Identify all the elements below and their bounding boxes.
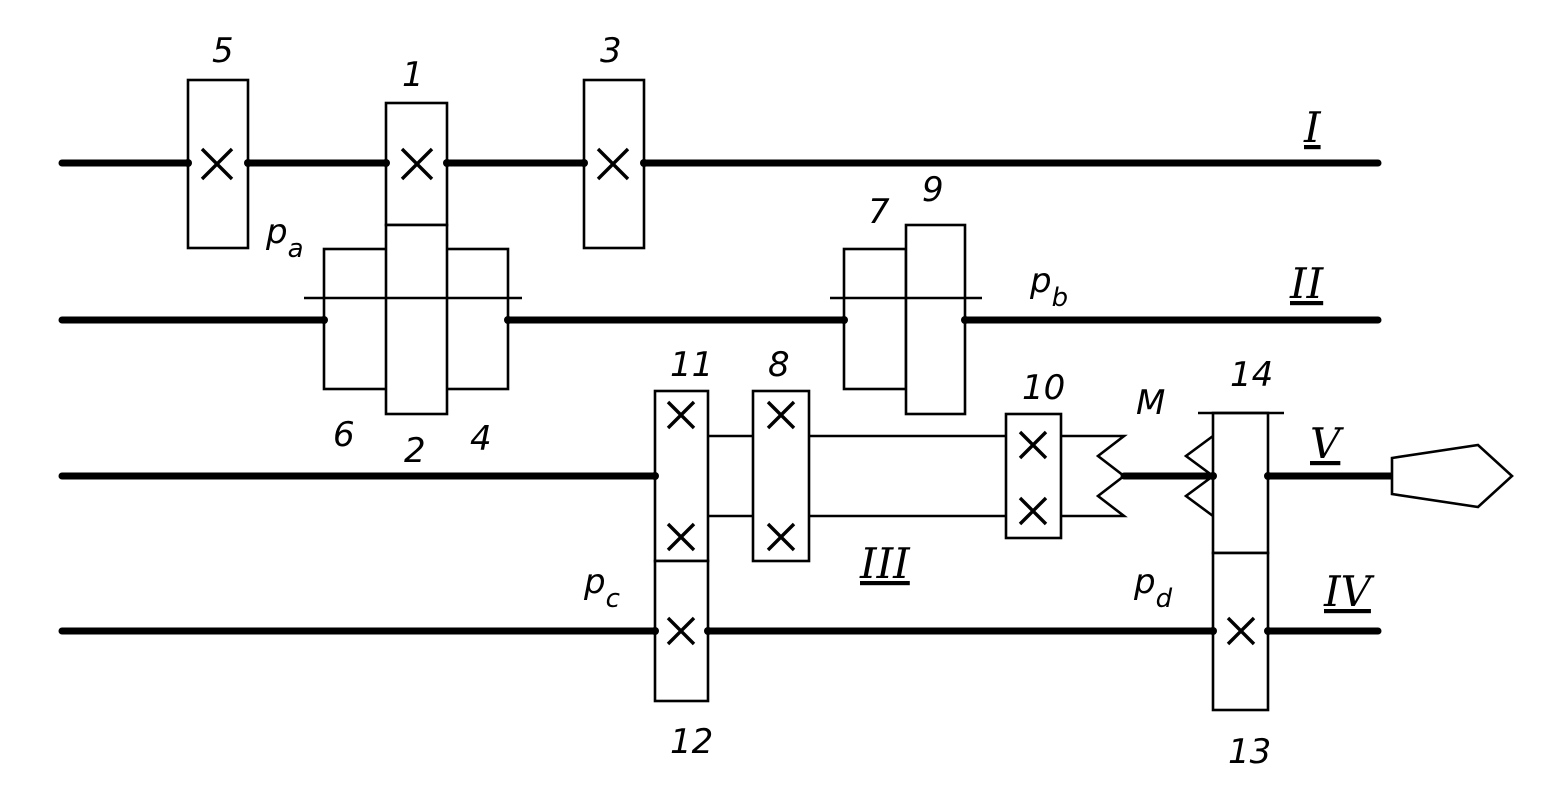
sliding-block-pd (1198, 411, 1284, 712)
label-block-pc: pc (583, 562, 620, 614)
label-block-pd: pd (1133, 562, 1173, 614)
label-gear-3: 3 (600, 31, 622, 71)
spindle-tip (1390, 443, 1514, 509)
gear-5 (186, 78, 250, 250)
sliding-block-pa (304, 223, 522, 416)
gear-1 (384, 101, 449, 227)
label-clutch-m: M (1136, 383, 1165, 423)
label-gear-4: 4 (470, 419, 492, 459)
contact-dots (184, 159, 1272, 635)
label-gear-14: 14 (1230, 355, 1273, 395)
label-gear-8: 8 (768, 345, 790, 385)
label-gear-13: 13 (1228, 732, 1271, 772)
label-gear-10: 10 (1022, 368, 1065, 408)
gear-11 (653, 389, 710, 563)
gear-12 (653, 559, 710, 703)
label-gear-9: 9 (922, 170, 944, 210)
label-shaft-IV: IV (1323, 567, 1375, 616)
label-shaft-II: II (1289, 259, 1325, 308)
label-gear-1: 1 (402, 55, 424, 95)
gear-8 (751, 389, 811, 563)
label-gear-5: 5 (212, 31, 234, 71)
label-shaft-I: I (1303, 103, 1322, 152)
gear-10 (1004, 412, 1063, 540)
sliding-block-pb (830, 223, 982, 416)
label-gear-7: 7 (868, 192, 890, 232)
label-gear-6: 6 (333, 415, 355, 455)
label-gear-2: 2 (404, 431, 426, 471)
label-gear-12: 12 (670, 722, 713, 762)
label-block-pb: pb (1029, 261, 1068, 313)
label-shaft-III: III (859, 539, 911, 588)
gear-3 (582, 78, 646, 250)
label-gear-11: 11 (670, 345, 713, 385)
label-block-pa: pa (265, 212, 304, 264)
label-shaft-V: V (1310, 419, 1344, 468)
